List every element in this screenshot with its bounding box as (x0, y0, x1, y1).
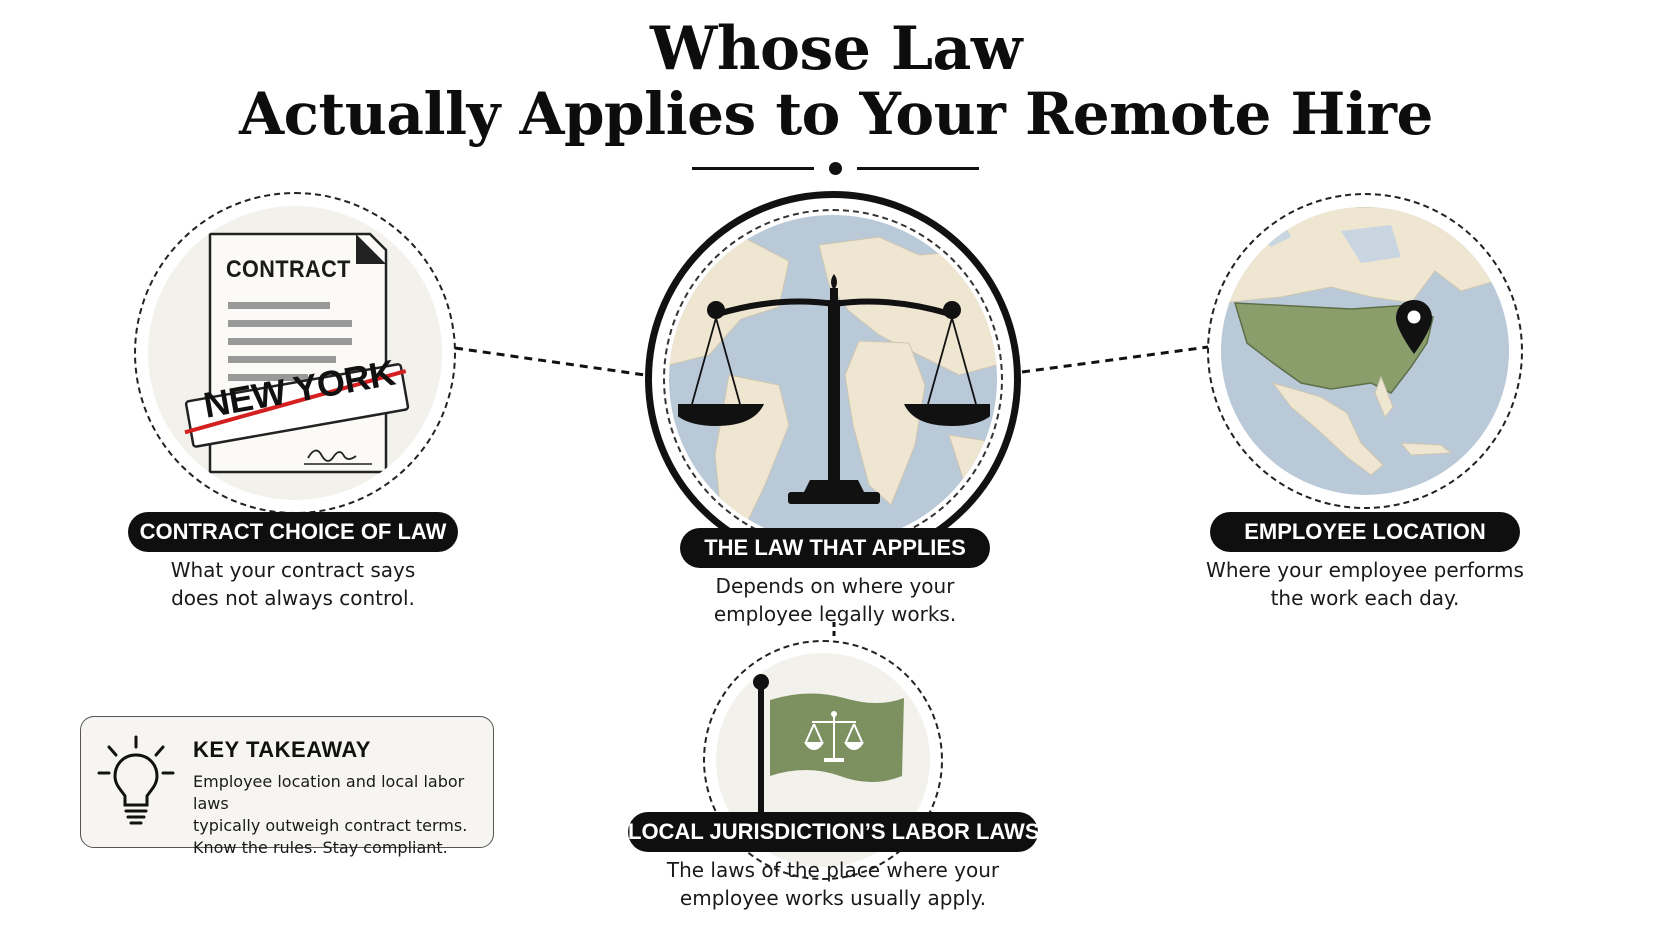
key-takeaway-title: KEY TAKEAWAY (193, 737, 371, 762)
contract-circle (148, 206, 442, 500)
contract-description: What your contract says does not always … (118, 556, 468, 612)
location-dashed-ring (1207, 193, 1523, 509)
title-divider-right (857, 167, 979, 170)
key-takeaway-line1: Employee location and local labor laws (193, 772, 465, 813)
local-jurisdiction-pill: LOCAL JURISDICTION’S LABOR LAWS (628, 812, 1040, 852)
title-divider-dot (829, 162, 842, 175)
jurisdiction-flag-icon (753, 674, 904, 822)
title-divider-left (692, 167, 814, 170)
center-desc-line2: employee legally works. (713, 602, 957, 626)
contract-doc-heading: CONTRACT (226, 256, 351, 283)
jurisdiction-dashed-ring (703, 640, 943, 880)
contract-document-icon (184, 232, 410, 474)
contract-desc-line2: does not always control. (171, 586, 415, 610)
employee-location-pill: EMPLOYEE LOCATION (1210, 512, 1520, 552)
key-takeaway-body: Employee location and local labor laws t… (193, 771, 493, 859)
jurisdiction-desc-line1: The laws of the place where your (666, 858, 1000, 882)
page-title-line1: Whose Law (649, 14, 1023, 84)
north-america-map (1221, 207, 1509, 495)
scales-of-justice-icon (678, 274, 990, 504)
key-takeaway-line2: typically outweigh contract terms. (193, 816, 468, 835)
location-description: Where your employee performs the work ea… (1180, 556, 1550, 612)
key-takeaway-line3: Know the rules. Stay compliant. (193, 838, 448, 857)
law-applies-pill: THE LAW THAT APPLIES (680, 528, 990, 568)
connector-contract-center (454, 346, 646, 377)
map-pin-icon (1396, 300, 1432, 354)
connector-center-location (1021, 345, 1209, 374)
location-desc-line1: Where your employee performs (1206, 558, 1524, 582)
jurisdiction-description: The laws of the place where your employe… (633, 856, 1033, 912)
page-title-line2: Actually Applies to Your Remote Hire (239, 80, 1433, 148)
key-takeaway-box: KEY TAKEAWAY Employee location and local… (80, 716, 494, 857)
contract-desc-line1: What your contract says (170, 558, 416, 582)
center-description: Depends on where your employee legally w… (660, 572, 1010, 628)
location-desc-line2: the work each day. (1270, 586, 1460, 610)
usa-map (1221, 207, 1509, 476)
lightbulb-icon (97, 735, 175, 825)
jurisdiction-desc-line2: employee works usually apply. (679, 886, 987, 910)
contract-choice-pill: CONTRACT CHOICE OF LAW (128, 512, 458, 552)
center-desc-line1: Depends on where your (715, 574, 955, 598)
